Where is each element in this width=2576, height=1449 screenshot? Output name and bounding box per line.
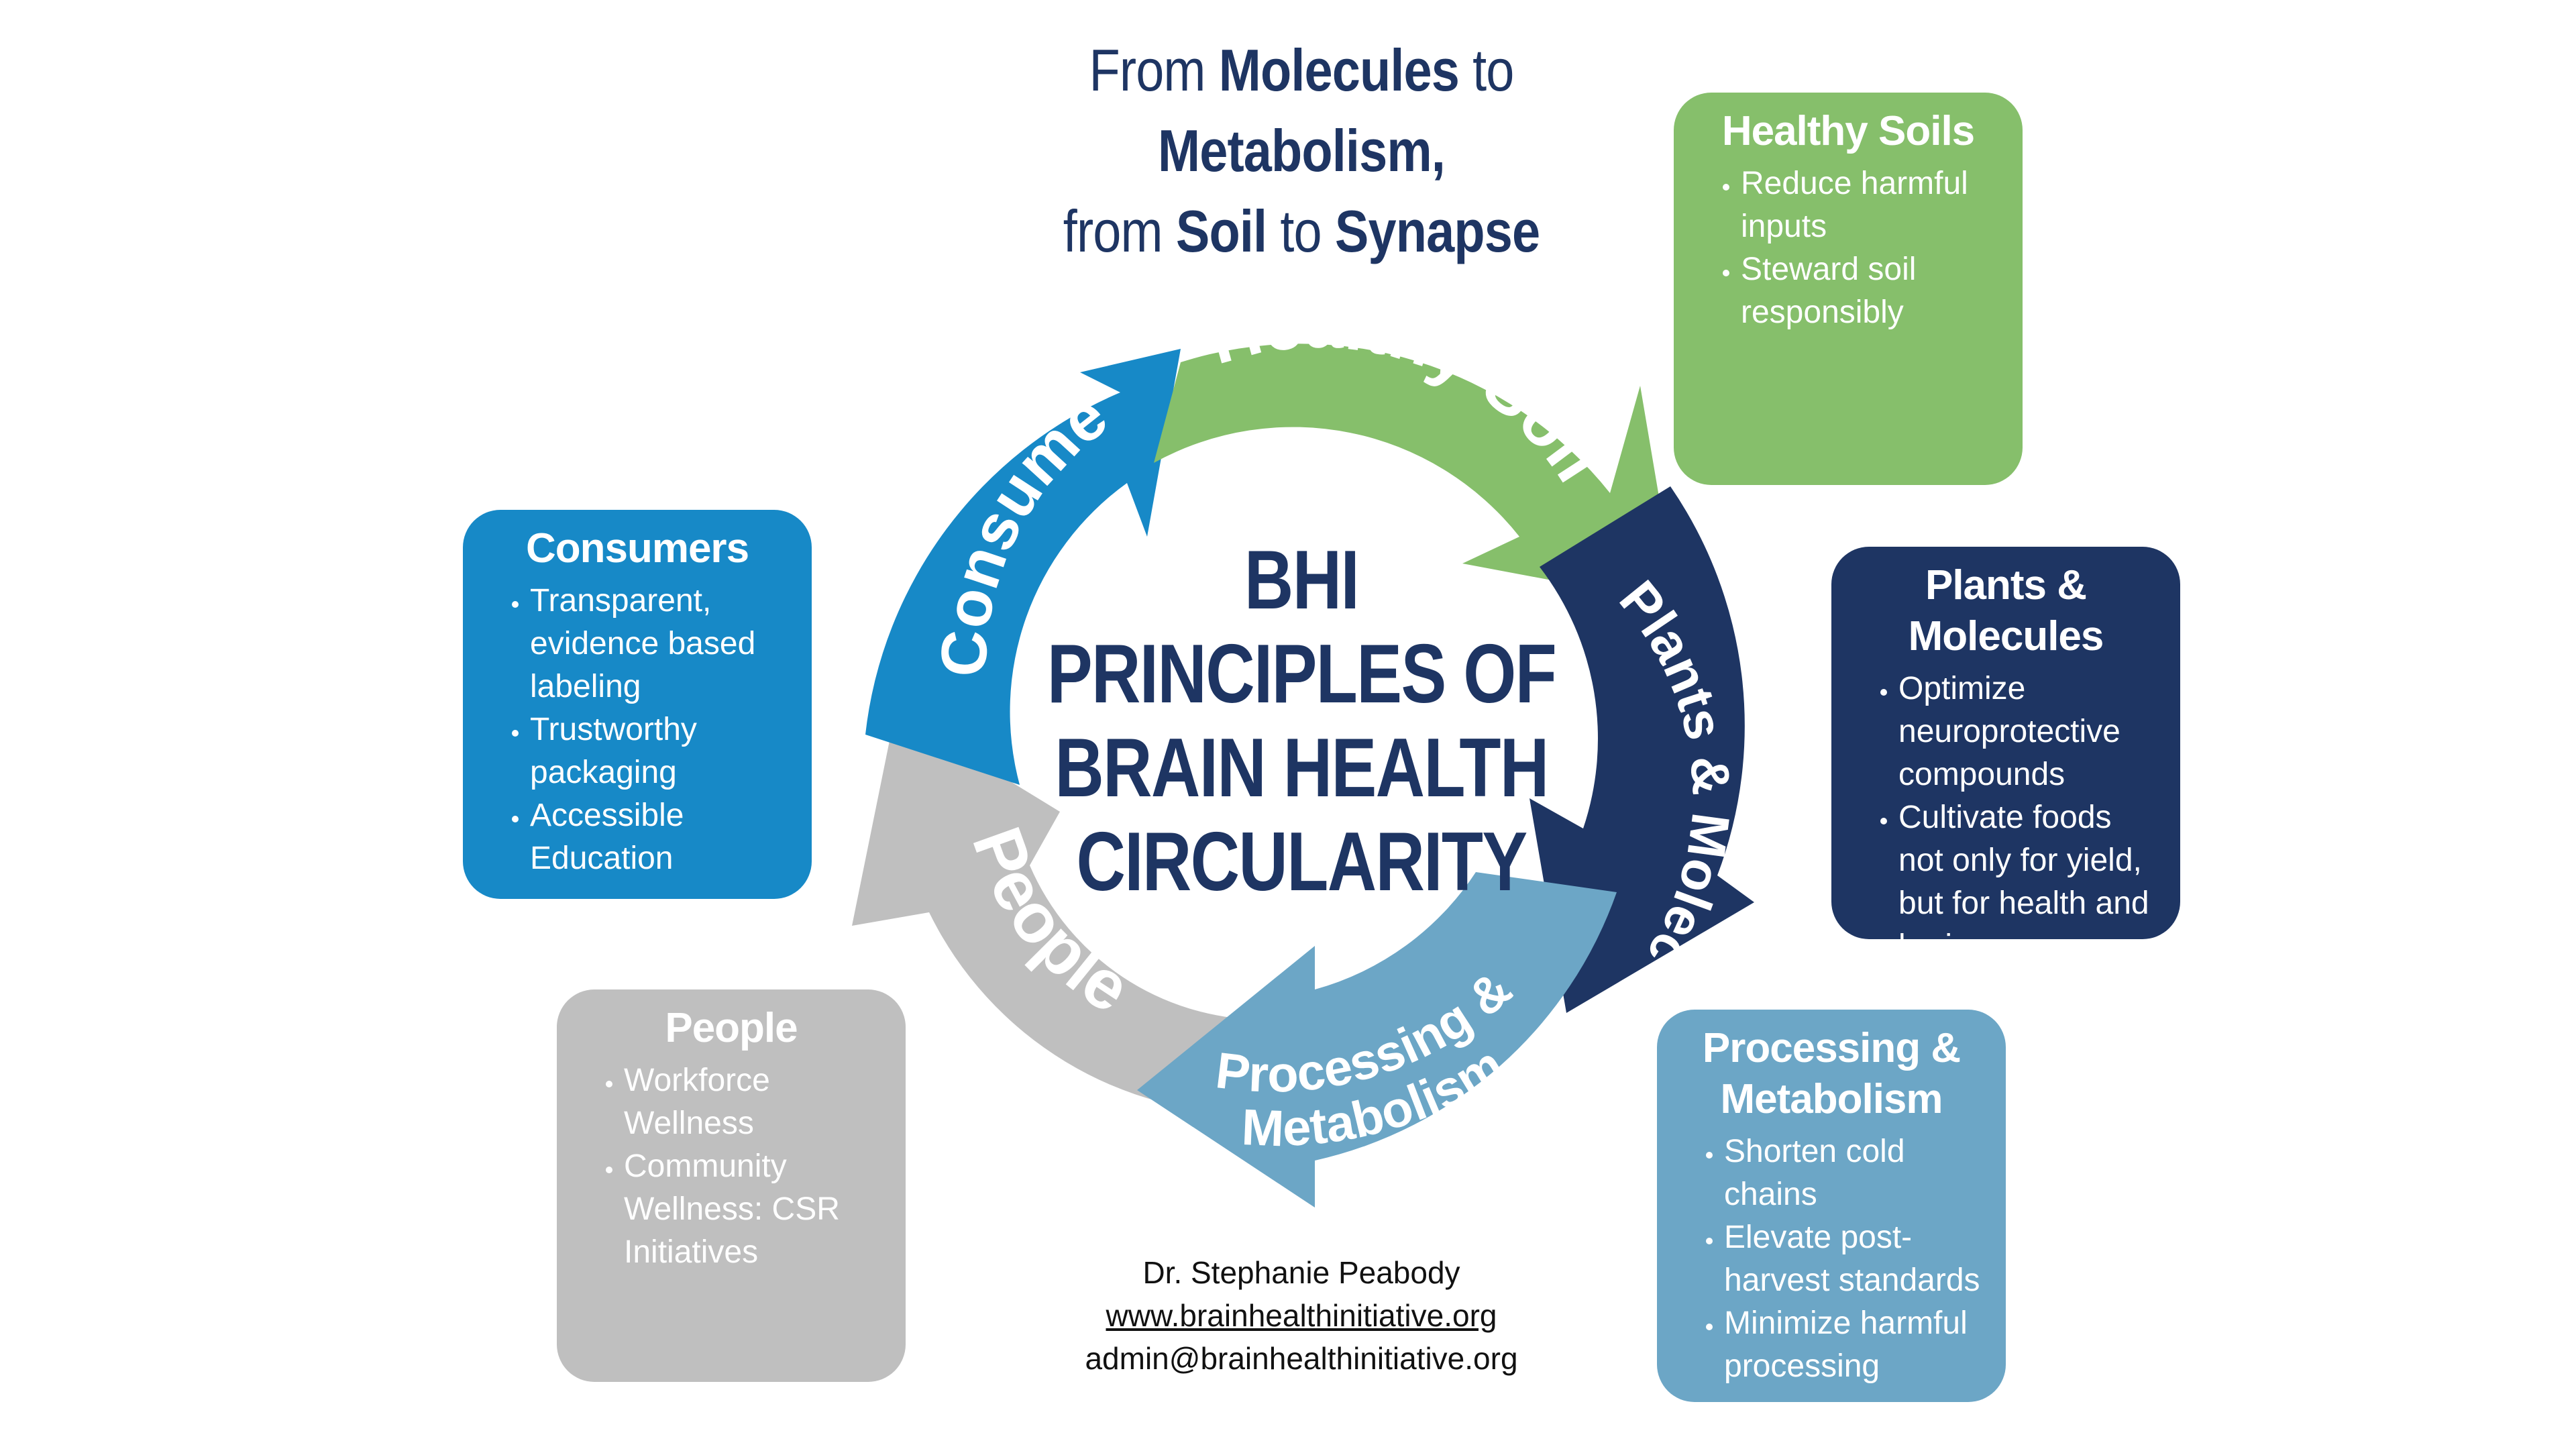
processing-metabolism-list: Shorten cold chains Elevate post-harvest…	[1677, 1130, 1986, 1388]
list-item: Optimize neuroprotective compounds	[1898, 667, 2160, 796]
list-item: Shorten cold chains	[1724, 1130, 1986, 1216]
healthy-soils-arrow	[1154, 343, 1677, 604]
consumers-card-title: Consumers	[525, 525, 749, 572]
website-link[interactable]: www.brainhealthinitiative.org	[1106, 1298, 1497, 1333]
plants-molecules-card: Plants & Molecules Optimize neuroprotect…	[1831, 547, 2180, 964]
consumers-arrow	[865, 349, 1181, 785]
healthy-soils-card: Healthy Soils Reduce harmful inputs Stew…	[1674, 93, 2023, 485]
center-heading: BHI PRINCIPLES OF BRAIN HEALTH CIRCULARI…	[1043, 533, 1560, 909]
people-card-title: People	[665, 1005, 798, 1051]
contact-email: admin@brainhealthinitiative.org	[1085, 1341, 1518, 1376]
title-line-1: From Molecules to	[1089, 37, 1514, 103]
center-line-1: BHI	[1244, 534, 1360, 627]
author-name: Dr. Stephanie Peabody	[1142, 1255, 1460, 1290]
consumers-list: Transparent, evidence based labeling Tru…	[483, 580, 792, 880]
list-item: Minimize harmful processing	[1724, 1302, 1986, 1388]
title-line-2: Metabolism,	[1158, 117, 1446, 184]
list-item: Accessible Education	[530, 794, 792, 880]
list-item: Elevate post-harvest standards	[1724, 1216, 1986, 1302]
processing-metabolism-card-title: Processing &Metabolism	[1702, 1025, 1961, 1122]
people-card: People Workforce Wellness Community Well…	[557, 989, 906, 1382]
center-line-4: CIRCULARITY	[1076, 816, 1527, 908]
list-item: Community Wellness: CSR Initiatives	[624, 1145, 885, 1274]
plants-molecules-card-title: Plants & Molecules	[1908, 562, 2104, 659]
people-list: Workforce Wellness Community Wellness: C…	[577, 1059, 885, 1274]
plants-molecules-list: Optimize neuroprotective compounds Culti…	[1851, 667, 2160, 968]
contact-info: Dr. Stephanie Peabody www.brainhealthini…	[1026, 1251, 1576, 1380]
list-item: Transparent, evidence based labeling	[530, 580, 792, 708]
list-item: Reduce harmful inputs	[1741, 162, 2002, 248]
list-item: Trustworthy packaging	[530, 708, 792, 794]
plants-molecules-arrow	[1529, 486, 1754, 1013]
diagram-title: From Molecules to Metabolism, from Soil …	[990, 30, 1613, 272]
processing-metabolism-card: Processing &Metabolism Shorten cold chai…	[1657, 1010, 2006, 1402]
list-item: Steward soil responsibly	[1741, 248, 2002, 334]
list-item: Cultivate foods not only for yield, but …	[1898, 796, 2160, 968]
healthy-soils-card-title: Healthy Soils	[1721, 108, 1975, 154]
people-arrow	[852, 711, 1261, 1114]
list-item: Workforce Wellness	[624, 1059, 885, 1145]
center-line-3: BRAIN HEALTH	[1055, 722, 1549, 814]
center-line-2: PRINCIPLES OF	[1046, 628, 1557, 720]
title-line-3: from Soil to Synapse	[1063, 198, 1540, 264]
processing-arrow	[1137, 872, 1617, 1208]
consumers-card: Consumers Transparent, evidence based la…	[463, 510, 812, 899]
healthy-soils-list: Reduce harmful inputs Steward soil respo…	[1694, 162, 2002, 334]
